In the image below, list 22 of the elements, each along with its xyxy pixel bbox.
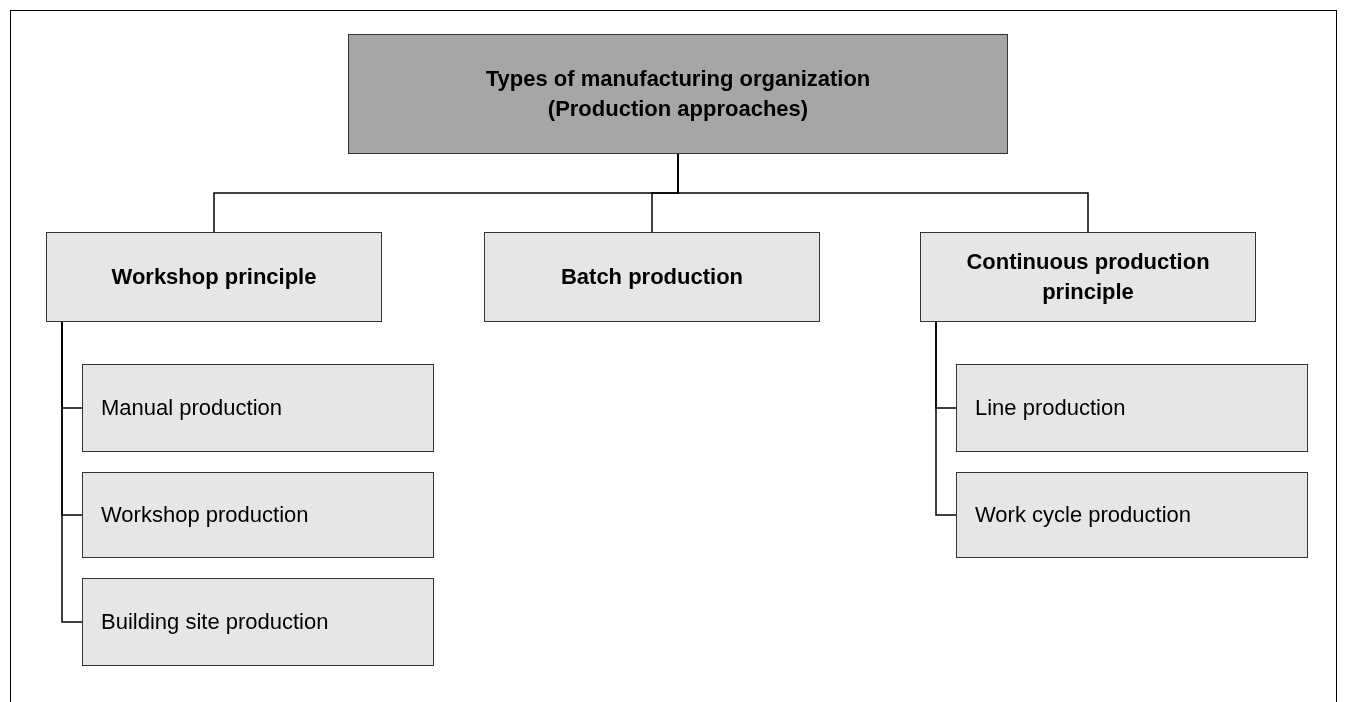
item-box: [956, 472, 1308, 558]
node-label: Work cycle production: [975, 501, 1191, 529]
node-label: Batch production: [560, 263, 744, 291]
item-box: [82, 364, 434, 452]
node-label: Types of manufacturing organization: [485, 65, 871, 93]
node-label: Workshop principle: [111, 263, 317, 291]
category-box: [920, 232, 1256, 322]
item-box: [82, 472, 434, 558]
category-box: [484, 232, 820, 322]
node-label: Manual production: [101, 394, 282, 422]
node-label: Building site production: [101, 608, 329, 636]
category-box: [46, 232, 382, 322]
node-label: (Production approaches): [547, 95, 809, 123]
node-label: Continuous production principle: [965, 248, 1211, 306]
item-box: [82, 578, 434, 666]
node-label: Line production: [975, 394, 1126, 422]
item-box: [956, 364, 1308, 452]
connector-line: [61, 321, 83, 623]
connector-line: [935, 321, 957, 516]
heading-box: [348, 34, 1008, 154]
node-label: Workshop production: [101, 501, 309, 529]
connector-line: [677, 153, 1089, 233]
